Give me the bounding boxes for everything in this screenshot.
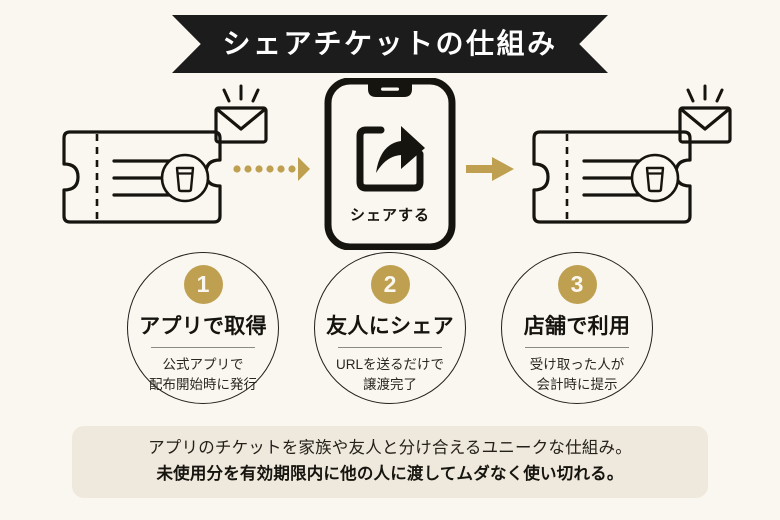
page-title: シェアチケットの仕組み [222, 28, 558, 59]
arrow-dotted-right-icon [232, 156, 310, 187]
step-subtitle-line-1: URLを送るだけで [335, 357, 444, 372]
caption-line-1: アプリのチケットを家族や友人と分け合えるユニークな仕組み。 [148, 439, 632, 458]
step-circle-1[interactable]: 1 アプリで取得 公式アプリで 配布開始時に発行 [127, 252, 279, 404]
step-subtitle-line-1: 受け取った人が [529, 357, 625, 372]
step-subtitle-line-1: 公式アプリで [162, 357, 244, 372]
step-subtitle-line-2: 譲渡完了 [362, 376, 417, 392]
step-number-badge: 3 [557, 265, 597, 304]
ticket-coffee-icon [62, 130, 222, 224]
step-subtitle: URLを送るだけで 譲渡完了 [336, 355, 444, 394]
ticket-left [58, 128, 226, 231]
step-divider [151, 347, 255, 348]
step-divider [525, 347, 629, 348]
arrow-solid-right-icon [466, 156, 514, 187]
flow-diagram: シェアする [0, 77, 780, 258]
envelope-shine-icon [214, 84, 268, 144]
phone-device: シェアする [324, 77, 456, 255]
step-number-badge: 2 [370, 265, 410, 304]
envelope-left [208, 84, 274, 151]
ticket-coffee-icon [532, 130, 692, 224]
phone-screen-label: シェアする [350, 207, 430, 224]
step-divider [338, 347, 442, 348]
share-export-icon [356, 126, 425, 192]
title-banner: シェアチケットの仕組み [172, 15, 608, 73]
caption-line-2: 未使用分を有効期限内に他の人に渡してムダなく使い切れる。 [156, 465, 624, 483]
step-title: アプリで取得 [139, 315, 267, 338]
step-subtitle: 公式アプリで 配布開始時に発行 [149, 355, 257, 394]
steps-row: 1 アプリで取得 公式アプリで 配布開始時に発行 2 友人にシェア URLを送る… [0, 252, 780, 412]
envelope-right [672, 84, 738, 151]
ticket-right [528, 128, 696, 231]
step-subtitle: 受け取った人が 会計時に提示 [530, 355, 625, 394]
step-number-badge: 1 [183, 265, 223, 304]
step-subtitle-line-2: 配布開始時に発行 [149, 376, 257, 392]
step-circle-3[interactable]: 3 店舗で利用 受け取った人が 会計時に提示 [501, 252, 653, 404]
summary-caption-box: アプリのチケットを家族や友人と分け合えるユニークな仕組み。 未使用分を有効期限内… [72, 426, 708, 498]
step-title: 友人にシェア [326, 315, 454, 338]
step-circle-2[interactable]: 2 友人にシェア URLを送るだけで 譲渡完了 [314, 252, 466, 404]
step-subtitle-line-2: 会計時に提示 [536, 376, 618, 392]
envelope-shine-icon [678, 84, 732, 144]
step-title: 店舗で利用 [523, 315, 631, 338]
